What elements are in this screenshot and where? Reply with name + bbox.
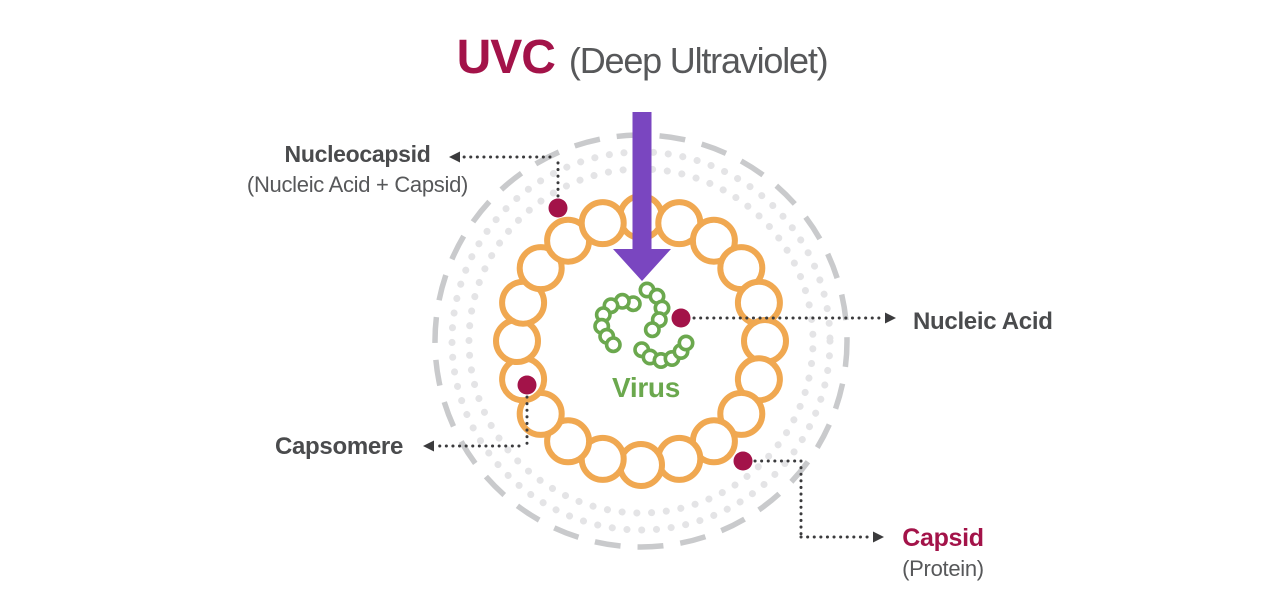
label-capsid: Capsid (Protein) <box>843 523 1043 582</box>
nucleic-acid-bead <box>643 321 661 339</box>
arrowhead-left-nucleocapsid <box>449 151 460 163</box>
title-uvc: UVC <box>456 31 556 84</box>
virus-title: Virus <box>611 372 681 403</box>
arrowhead-left-capsomere <box>423 440 434 452</box>
leader-capsid <box>753 459 874 539</box>
nucleic-acid-chain <box>593 281 695 369</box>
label-nucleocapsid: Nucleocapsid (Nucleic Acid + Capsid) <box>180 141 535 198</box>
leader-lines <box>434 155 886 539</box>
marker-nucleic-acid <box>671 308 691 328</box>
leader-arrowheads <box>423 151 896 543</box>
marker-nucleocapsid <box>548 198 568 218</box>
uvc-down-arrow-icon <box>613 112 671 281</box>
capsomere-bead <box>493 317 541 365</box>
marker-capsomere <box>517 375 537 395</box>
leader-nucleocapsid <box>460 155 560 198</box>
page-title: UVC (Deep Ultraviolet) <box>0 34 1284 82</box>
capsid-title: Capsid <box>902 524 984 552</box>
leader-capsomere <box>434 395 529 448</box>
nucleocapsid-subtitle: (Nucleic Acid + Capsid) <box>246 171 469 197</box>
label-capsomere: Capsomere <box>203 433 403 462</box>
callout-marker-dots <box>517 198 753 471</box>
capsid-subtitle: (Protein) <box>902 556 984 581</box>
nucleic-acid-bead <box>677 334 695 352</box>
marker-capsid <box>733 451 753 471</box>
nucleocapsid-title: Nucleocapsid <box>284 141 431 167</box>
title-deep-ultraviolet: (Deep Ultraviolet) <box>568 40 829 81</box>
capsomere-bead <box>578 199 627 248</box>
nucleic-acid-title: Nucleic Acid <box>913 308 1053 335</box>
arrowhead-right-capsid <box>873 531 884 543</box>
label-virus: Virus <box>566 372 726 404</box>
capsomere-bead <box>617 441 665 489</box>
label-nucleic-acid: Nucleic Acid <box>913 308 1173 337</box>
arrowhead-right-nucleic-acid <box>885 312 896 324</box>
capsomere-title: Capsomere <box>274 433 403 460</box>
capsomere-bead <box>741 317 789 365</box>
nucleic-acid-bead <box>604 336 622 354</box>
capsomere-bead <box>655 434 704 483</box>
